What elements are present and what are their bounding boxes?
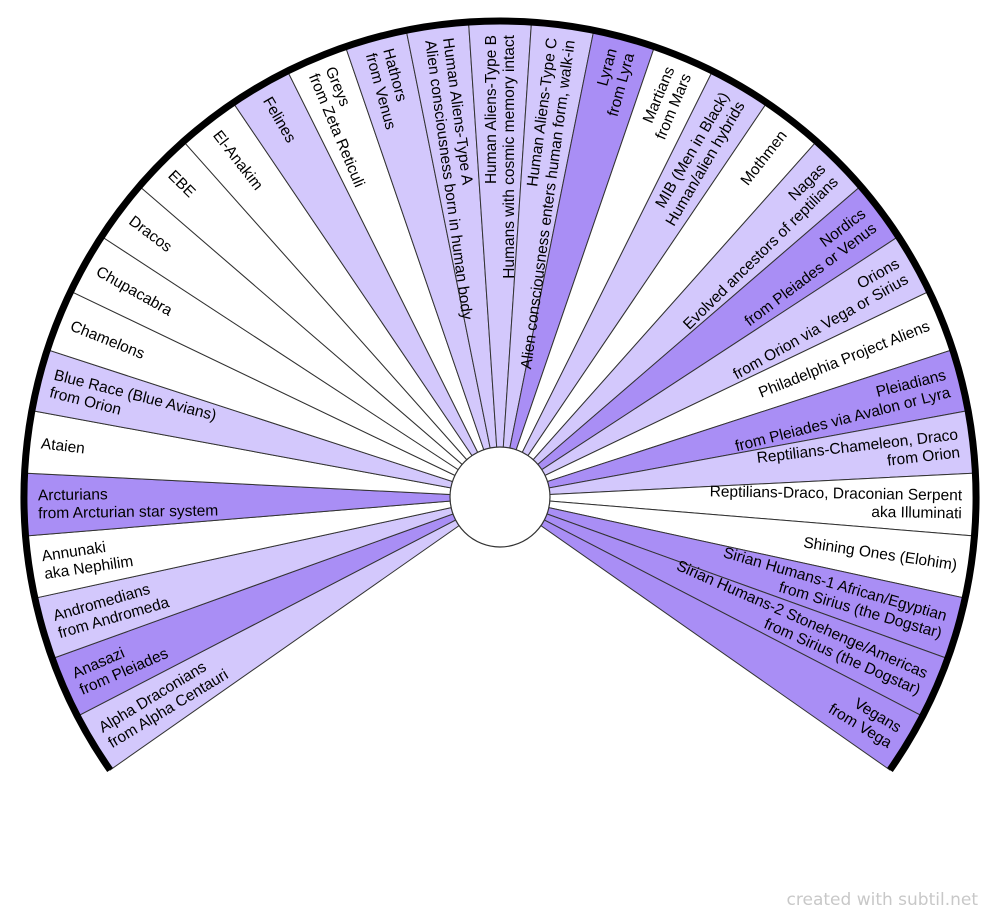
segment-label-line: from Arcturian star system: [38, 502, 218, 522]
segment-label-29: Reptilians-Draco, Draconian Serpentaka I…: [709, 483, 963, 522]
segment-label-line: Human Aliens-Type B: [483, 35, 500, 184]
segment-label-5: Arcturiansfrom Arcturian star system: [38, 484, 219, 522]
segment-label-6: Ataien: [40, 435, 86, 457]
credit-watermark: created with subtil.net: [786, 890, 978, 910]
segment-label-17: Human Aliens-Type BHumans with cosmic me…: [483, 34, 518, 278]
segment-label-line: Humans with cosmic memory intact: [501, 34, 518, 278]
segment-label-line: aka Illuminati: [871, 504, 962, 522]
segment-label-line: Arcturians: [38, 486, 108, 504]
wheel-center-hub: [449, 446, 551, 548]
segment-label-line: Ataien: [40, 435, 86, 457]
wheel-wedges: [23, 20, 977, 771]
wheel-outer-rim: [20, 17, 980, 773]
segment-label-line: Reptilians-Draco, Draconian Serpent: [710, 483, 963, 504]
